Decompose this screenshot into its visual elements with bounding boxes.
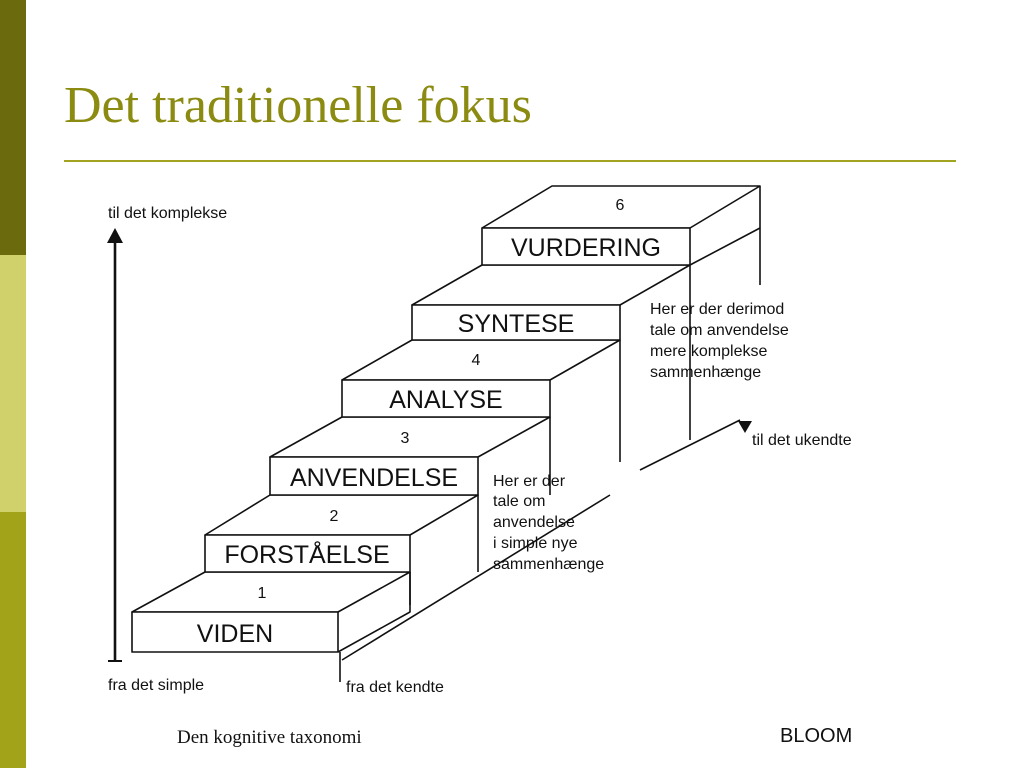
step-4-top bbox=[341, 339, 621, 381]
note-lower-line-2: tale om bbox=[493, 493, 545, 510]
note-upper-line-1: Her er der derimod bbox=[650, 301, 784, 318]
depth-back-label: til det ukendte bbox=[752, 432, 852, 449]
vertical-axis-arrowhead bbox=[107, 228, 123, 243]
sidebar-segment-middle bbox=[0, 255, 26, 512]
sidebar-accent bbox=[0, 0, 26, 768]
sidebar-segment-top bbox=[0, 0, 26, 255]
sidebar-segment-bottom bbox=[0, 512, 26, 768]
note-lower-line-5: sammenhænge bbox=[493, 556, 604, 573]
axis-top-label: til det komplekse bbox=[108, 205, 227, 222]
step-2-number: 2 bbox=[330, 508, 339, 525]
step-3-top bbox=[269, 416, 551, 458]
step-6-number: 6 bbox=[616, 197, 625, 214]
note-upper-line-3: mere komplekse bbox=[650, 343, 767, 360]
axis-bottom-label: fra det simple bbox=[108, 677, 204, 694]
title-underline bbox=[64, 160, 956, 162]
step-1-label: VIDEN bbox=[197, 620, 273, 648]
step-1-top bbox=[131, 571, 411, 613]
note-upper-line-2: tale om anvendelse bbox=[650, 322, 789, 339]
depth-line-back bbox=[639, 419, 741, 471]
note-lower-line-4: i simple nye bbox=[493, 535, 578, 552]
step-6-label: VURDERING bbox=[511, 234, 661, 262]
step-3-number: 3 bbox=[401, 430, 410, 447]
step-2-label: FORSTÅELSE bbox=[224, 539, 389, 569]
note-lower-line-3: anvendelse bbox=[493, 514, 575, 531]
step-3-label: ANVENDELSE bbox=[290, 464, 458, 492]
depth-front-label: fra det kendte bbox=[346, 679, 444, 696]
staircase-base-right bbox=[337, 572, 411, 653]
note-upper-line-4: sammenhænge bbox=[650, 364, 761, 381]
depth-arrowhead bbox=[738, 421, 752, 433]
step-1-number: 1 bbox=[258, 585, 267, 602]
step-2-top bbox=[204, 494, 479, 536]
note-lower-line-1: Her er der bbox=[493, 473, 566, 490]
depth-line-front bbox=[341, 494, 611, 661]
step-5-label: SYNTESE bbox=[458, 310, 575, 338]
slide-title: Det traditionelle fokus bbox=[64, 77, 532, 134]
caption-bloom: BLOOM bbox=[780, 725, 853, 747]
step-4-number: 4 bbox=[472, 352, 481, 369]
step-4-label: ANALYSE bbox=[389, 386, 502, 414]
step-5-top bbox=[411, 264, 691, 306]
caption-taxonomy: Den kognitive taxonomi bbox=[177, 727, 362, 748]
